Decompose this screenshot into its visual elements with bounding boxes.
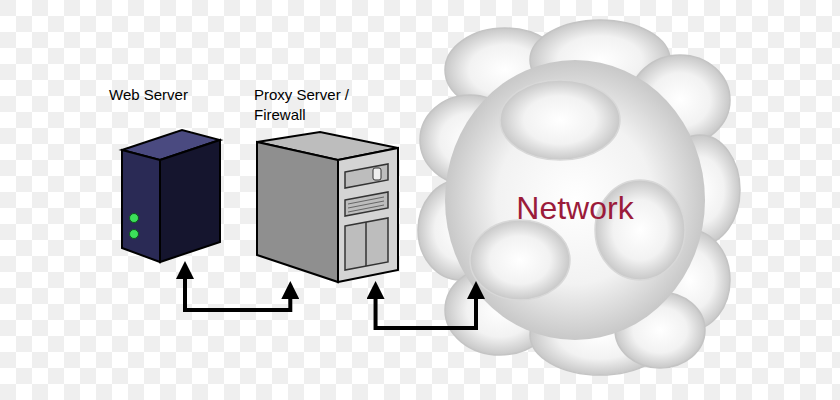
server-node: Web Server [105, 85, 230, 265]
bidirectional-arrow [376, 290, 476, 328]
bidirectional-arrow [185, 270, 290, 310]
server-node: Proxy Server / Firewall [250, 85, 405, 285]
network-label: Network [516, 188, 633, 230]
server-label: Proxy Server / Firewall [250, 85, 384, 124]
network-cloud: Network [425, 110, 725, 285]
server-label: Web Server [105, 85, 234, 105]
cloud-shape [418, 20, 740, 375]
web-server-icon [105, 85, 230, 265]
